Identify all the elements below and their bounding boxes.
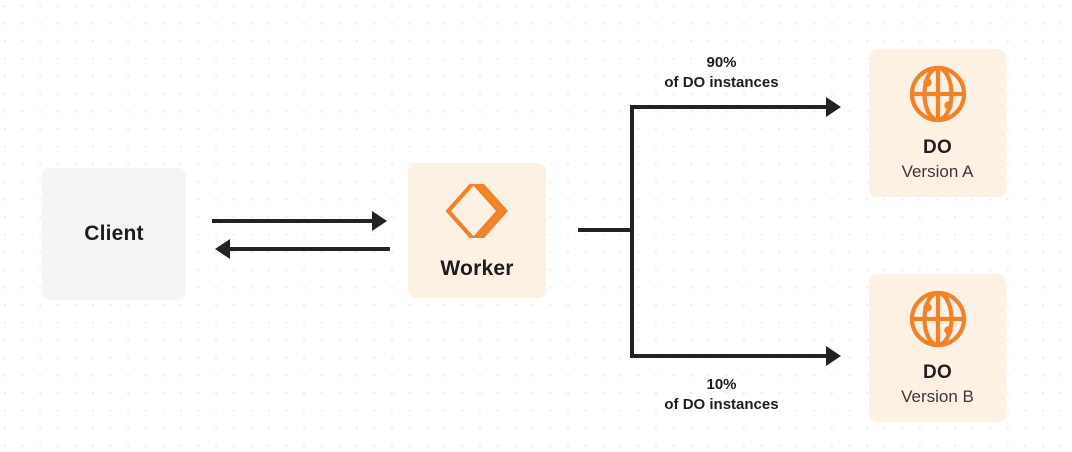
node-do-a-sublabel: Version A	[901, 162, 974, 181]
arrowhead-right-icon	[826, 346, 841, 366]
branch-trunk-line	[630, 105, 634, 358]
edge-label-90-percent: 90% of DO instances	[640, 53, 803, 93]
edge-label-percent: 90%	[706, 54, 737, 71]
node-client-label: Client	[84, 222, 144, 245]
cloudflare-workers-icon	[445, 181, 509, 241]
arrowhead-left-icon	[215, 239, 230, 259]
node-client[interactable]: Client	[42, 168, 186, 300]
edge-label-10-percent: 10% of DO instances	[640, 375, 803, 415]
globe-icon	[908, 64, 968, 124]
edge-label-caption: of DO instances	[664, 395, 779, 413]
branch-stub-line	[578, 228, 634, 232]
node-do-b-sublabel: Version B	[901, 387, 974, 406]
edge-line	[212, 219, 375, 223]
globe-icon	[908, 289, 968, 349]
edge-worker-to-client	[212, 238, 390, 260]
arrowhead-right-icon	[372, 211, 387, 231]
node-do-version-b[interactable]: DO Version B	[869, 274, 1006, 422]
node-worker[interactable]: Worker	[408, 163, 546, 298]
branch-bottom-line	[630, 354, 830, 358]
node-do-version-a[interactable]: DO Version A	[869, 49, 1006, 197]
node-worker-label: Worker	[440, 256, 514, 280]
edge-worker-branch	[578, 97, 848, 370]
node-do-b-label: DO	[922, 362, 953, 383]
edge-label-caption: of DO instances	[664, 73, 779, 91]
branch-top-line	[630, 105, 830, 109]
edge-line	[227, 247, 390, 251]
edge-client-to-worker	[212, 210, 390, 232]
node-do-a-label: DO	[922, 137, 953, 158]
edge-label-percent: 10%	[706, 376, 737, 393]
arrowhead-right-icon	[826, 97, 841, 117]
